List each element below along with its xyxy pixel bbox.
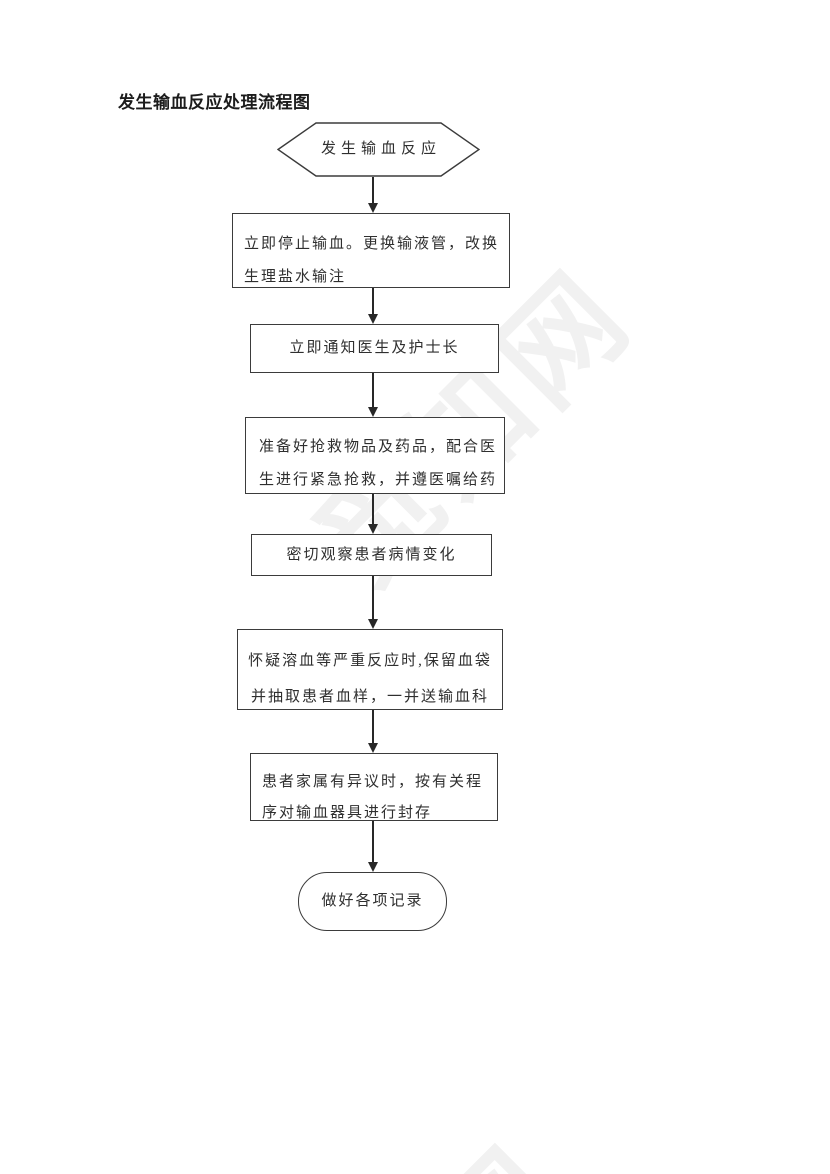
flow-arrow-down bbox=[367, 710, 379, 753]
flow-node-start: 发生输血反应 bbox=[277, 122, 480, 177]
node-text: 序对输血器具进行封存 bbox=[262, 805, 433, 821]
flow-node-notify-doctor: 立即通知医生及护士长 bbox=[250, 324, 499, 373]
node-text: 生理盐水输注 bbox=[244, 269, 347, 285]
page-title: 发生输血反应处理流程图 bbox=[118, 93, 311, 112]
node-text: 准备好抢救物品及药品，配合医 bbox=[259, 439, 498, 455]
watermark-text-bottom: 觅知网 bbox=[206, 1099, 598, 1174]
node-text: 立即停止输血。更换输液管，改换 bbox=[244, 236, 500, 252]
node-text: 怀疑溶血等严重反应时,保留血袋 bbox=[248, 653, 492, 669]
flow-arrow-down bbox=[367, 177, 379, 213]
flow-arrow-down bbox=[367, 821, 379, 872]
node-text: 密切观察患者病情变化 bbox=[286, 546, 457, 563]
node-text: 并抽取患者血样，一并送输血科 bbox=[250, 689, 489, 705]
flow-node-stop-transfusion: 立即停止输血。更换输液管，改换 生理盐水输注 bbox=[232, 213, 510, 288]
flow-node-observe-patient: 密切观察患者病情变化 bbox=[251, 534, 492, 576]
node-text: 做好各项记录 bbox=[321, 893, 424, 909]
flow-node-family-objection: 患者家属有异议时，按有关程 序对输血器具进行封存 bbox=[250, 753, 498, 821]
node-text: 立即通知医生及护士长 bbox=[289, 340, 460, 356]
hexagon-shape bbox=[277, 122, 480, 177]
flow-arrow-down bbox=[367, 576, 379, 629]
flow-node-end-records: 做好各项记录 bbox=[298, 872, 447, 931]
flow-arrow-down bbox=[367, 288, 379, 324]
node-text: 发生输血反应 bbox=[320, 141, 441, 157]
node-text: 生进行紧急抢救，并遵医嘱给药 bbox=[259, 472, 498, 488]
flow-node-suspect-hemolysis: 怀疑溶血等严重反应时,保留血袋 并抽取患者血样，一并送输血科 bbox=[237, 629, 503, 710]
flow-node-prepare-rescue: 准备好抢救物品及药品，配合医 生进行紧急抢救，并遵医嘱给药 bbox=[245, 417, 505, 494]
flow-arrow-down bbox=[367, 373, 379, 417]
node-text: 患者家属有异议时，按有关程 bbox=[262, 774, 484, 790]
flow-arrow-down bbox=[367, 494, 379, 534]
